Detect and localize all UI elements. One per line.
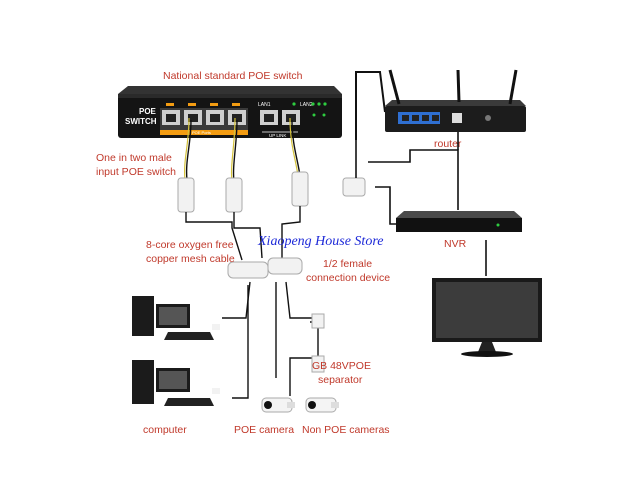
switch-name-line2: SWITCH	[125, 117, 157, 126]
separator-label-line2: separator	[318, 374, 363, 386]
computer-top	[132, 296, 220, 340]
backbone-cables	[355, 132, 487, 276]
poe-ports-label: POE Ports	[192, 130, 211, 135]
store-watermark: Xiaopeng House Store	[258, 234, 384, 249]
female-connector-label-line1: 1/2 female	[323, 258, 373, 270]
one-in-two-label-line2: input POE switch	[96, 166, 176, 178]
poe-ports: POE Ports	[160, 103, 248, 135]
one-in-two-label-line1: One in two male	[96, 152, 172, 164]
cable-label-line2: copper mesh cable	[146, 253, 235, 265]
poe-switch: POE SWITCH POE Ports LAN1 LAN2	[118, 86, 342, 138]
cable-label-line1: 8-core oxygen free	[146, 239, 234, 251]
poe-splitters	[177, 171, 366, 213]
female-connectors	[227, 257, 303, 279]
router-label: router	[434, 138, 462, 150]
non-poe-camera-device	[305, 397, 339, 413]
switch-name-line1: POE	[139, 107, 157, 116]
poe-camera-label: POE camera	[234, 424, 295, 436]
lan2-label: LAN2	[300, 102, 313, 108]
female-connector-label-line2: connection device	[306, 272, 391, 284]
non-poe-cameras-label: Non POE cameras	[302, 424, 390, 436]
uplink-ports: LAN1 LAN2 UP LINK	[258, 102, 313, 138]
computer-bottom	[132, 360, 220, 406]
separator-label-line1: GB 48VPOE	[312, 360, 371, 372]
nvr-label: NVR	[444, 238, 467, 250]
nvr: NVR	[396, 211, 522, 250]
lan1-label: LAN1	[258, 102, 271, 108]
computer-label: computer	[143, 424, 187, 436]
poe-separator-device	[311, 313, 325, 373]
uplink-label: UP LINK	[269, 133, 286, 138]
poe-switch-title: National standard POE switch	[163, 70, 303, 82]
router: router	[355, 69, 526, 150]
monitor	[432, 278, 542, 357]
poe-camera-device	[261, 397, 295, 413]
